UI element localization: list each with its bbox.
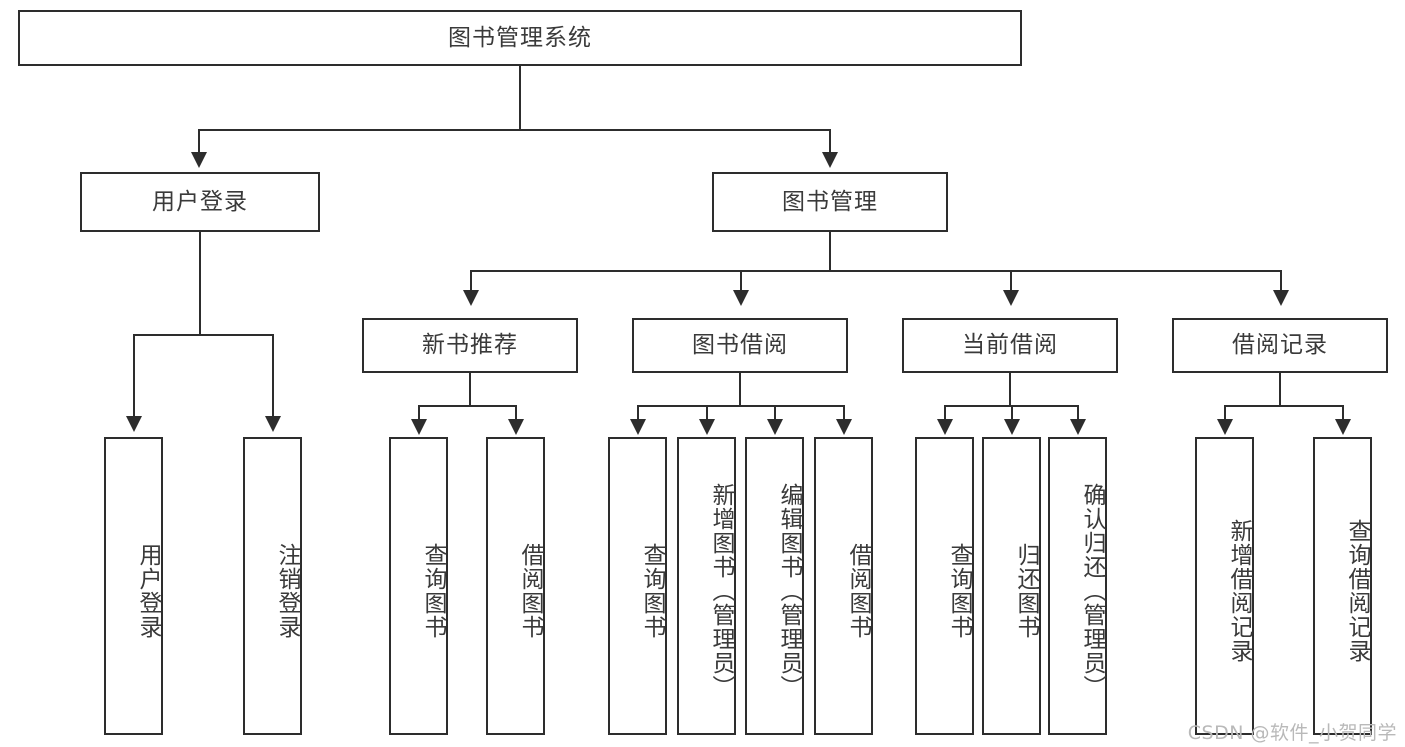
node-borrow-record[interactable]: 借阅记录: [1172, 318, 1388, 373]
leaf-label: 查询图书: [639, 543, 665, 639]
connector-level3-drop-4: [1280, 270, 1282, 292]
connector-user-login-leaf2-drop: [272, 334, 274, 418]
connector-bb-leaf3-drop: [774, 405, 776, 421]
connector-current-borrow-stem: [1009, 373, 1011, 407]
arrowhead-cb-leaf-return-book: [1004, 419, 1020, 435]
connector-new-book-bus: [418, 405, 516, 407]
node-new-book-recommend[interactable]: 新书推荐: [362, 318, 578, 373]
leaf-label: 借阅图书: [845, 543, 871, 639]
arrowhead-bb-leaf-add-book: [699, 419, 715, 435]
arrowhead-leaf-logout: [265, 416, 281, 432]
arrowhead-bb-leaf-edit-book: [767, 419, 783, 435]
leaf-label: 注销登录: [274, 543, 300, 639]
connector-cb-leaf3-drop: [1077, 405, 1079, 421]
arrowhead-current-borrow: [1003, 290, 1019, 306]
connector-bb-leaf2-drop: [706, 405, 708, 421]
connector-borrow-record-bus: [1224, 405, 1343, 407]
leaf-nb-borrow-book[interactable]: 借阅图书: [486, 437, 545, 735]
arrowhead-nb-leaf-query-book: [411, 419, 427, 435]
connector-cb-leaf2-drop: [1011, 405, 1013, 421]
leaf-logout[interactable]: 注销登录: [243, 437, 302, 735]
connector-new-book-leaf1-drop: [418, 405, 420, 421]
node-current-borrow[interactable]: 当前借阅: [902, 318, 1118, 373]
connector-br-leaf2-drop: [1342, 405, 1344, 421]
connector-level2-left-drop: [198, 129, 200, 154]
node-book-management[interactable]: 图书管理: [712, 172, 948, 232]
leaf-bb-add-book[interactable]: 新增图书（管理员）: [677, 437, 736, 735]
connector-level3-drop-1: [470, 270, 472, 292]
connector-new-book-stem: [469, 373, 471, 407]
node-label: 新书推荐: [422, 332, 518, 358]
node-label: 当前借阅: [962, 332, 1058, 358]
arrowhead-book-management: [822, 152, 838, 168]
arrowhead-br-leaf-add-record: [1217, 419, 1233, 435]
arrowhead-br-leaf-query-record: [1335, 419, 1351, 435]
connector-user-login-stem: [199, 232, 201, 335]
node-label: 图书借阅: [692, 332, 788, 358]
leaf-br-query-record[interactable]: 查询借阅记录: [1313, 437, 1372, 735]
connector-bb-leaf1-drop: [637, 405, 639, 421]
connector-bb-leaf4-drop: [843, 405, 845, 421]
node-user-login[interactable]: 用户登录: [80, 172, 320, 232]
leaf-label: 借阅图书: [517, 543, 543, 639]
connector-root-stem: [519, 66, 521, 130]
arrowhead-bb-leaf-query-book: [630, 419, 646, 435]
connector-level3-drop-2: [740, 270, 742, 292]
arrowhead-borrow-record: [1273, 290, 1289, 306]
node-label: 借阅记录: [1232, 332, 1328, 358]
connector-cb-leaf1-drop: [944, 405, 946, 421]
leaf-bb-edit-book[interactable]: 编辑图书（管理员）: [745, 437, 804, 735]
leaf-label: 确认归还（管理员）: [1079, 483, 1105, 699]
node-label: 用户登录: [152, 188, 248, 215]
connector-new-book-leaf2-drop: [515, 405, 517, 421]
leaf-cb-return-book[interactable]: 归还图书: [982, 437, 1041, 735]
arrowhead-cb-leaf-query-book: [937, 419, 953, 435]
connector-level3-bus: [470, 270, 1281, 272]
leaf-br-add-record[interactable]: 新增借阅记录: [1195, 437, 1254, 735]
arrowhead-new-book-recommend: [463, 290, 479, 306]
leaf-label: 编辑图书（管理员）: [776, 483, 802, 699]
leaf-bb-borrow-book[interactable]: 借阅图书: [814, 437, 873, 735]
arrowhead-nb-leaf-borrow-book: [508, 419, 524, 435]
connector-user-login-bus: [133, 334, 273, 336]
arrowhead-cb-leaf-confirm-return: [1070, 419, 1086, 435]
connector-book-management-stem: [829, 232, 831, 272]
connector-book-borrow-stem: [739, 373, 741, 407]
connector-br-leaf1-drop: [1224, 405, 1226, 421]
leaf-bb-query-book[interactable]: 查询图书: [608, 437, 667, 735]
arrowhead-book-borrow: [733, 290, 749, 306]
leaf-user-login[interactable]: 用户登录: [104, 437, 163, 735]
node-root-book-management-system[interactable]: 图书管理系统: [18, 10, 1022, 66]
leaf-label: 查询图书: [420, 543, 446, 639]
connector-level2-bus: [198, 129, 831, 131]
leaf-label: 查询借阅记录: [1344, 519, 1370, 663]
connector-level3-drop-3: [1010, 270, 1012, 292]
node-label: 图书管理系统: [448, 24, 592, 51]
connector-level2-right-drop: [829, 129, 831, 154]
leaf-label: 新增图书（管理员）: [708, 483, 734, 699]
arrowhead-bb-leaf-borrow-book: [836, 419, 852, 435]
leaf-label: 查询图书: [946, 543, 972, 639]
arrowhead-leaf-user-login: [126, 416, 142, 432]
connector-user-login-leaf1-drop: [133, 334, 135, 418]
leaf-label: 归还图书: [1013, 543, 1039, 639]
connector-book-borrow-bus: [637, 405, 845, 407]
node-book-borrow[interactable]: 图书借阅: [632, 318, 848, 373]
connector-borrow-record-stem: [1279, 373, 1281, 407]
leaf-cb-confirm-return[interactable]: 确认归还（管理员）: [1048, 437, 1107, 735]
leaf-label: 新增借阅记录: [1226, 519, 1252, 663]
node-label: 图书管理: [782, 188, 878, 215]
leaf-label: 用户登录: [135, 543, 161, 639]
leaf-cb-query-book[interactable]: 查询图书: [915, 437, 974, 735]
leaf-nb-query-book[interactable]: 查询图书: [389, 437, 448, 735]
arrowhead-user-login: [191, 152, 207, 168]
